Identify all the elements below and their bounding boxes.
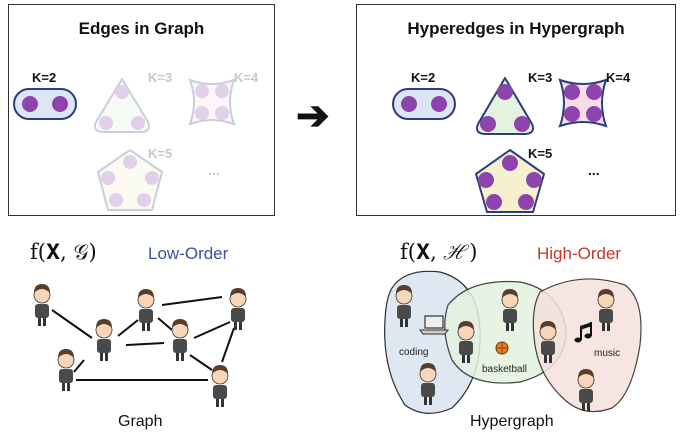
hyperedge-music-blob (532, 278, 642, 413)
hypergraph-panel-title: Hyperedges in Hypergraph (407, 19, 625, 38)
right-k2-label: K=2 (411, 70, 436, 85)
group-label-basketball: basketball (482, 364, 528, 375)
high-order-label: High-Order (537, 244, 622, 263)
graph-person-5-avatar (229, 287, 247, 331)
transform-arrow: ➔ (296, 94, 330, 138)
music-note-icon (574, 322, 592, 343)
left-k5-edge-faded (97, 149, 163, 211)
graph-person-6-avatar (57, 348, 75, 392)
left-k4-edge-faded (188, 78, 236, 126)
hypergraph-formula: f(𝐗, ℋ) (400, 240, 478, 264)
graph-person-2-avatar (95, 318, 113, 362)
graph-panel-title: Edges in Graph (78, 19, 205, 38)
low-order-label: Low-Order (148, 244, 229, 263)
basketball-icon (495, 341, 509, 355)
right-k3-hyperedge (476, 77, 534, 135)
left-k5-label: K=5 (148, 146, 173, 161)
graph-person-1-avatar (33, 283, 51, 327)
right-k3-label: K=3 (528, 70, 553, 85)
left-k3-edge-faded (94, 78, 150, 133)
right-ellipsis: ... (588, 162, 600, 178)
graph-person-4-avatar (171, 318, 189, 362)
graph-formula: f(𝐗, 𝒢) (30, 240, 97, 264)
left-k3-label: K=3 (148, 70, 173, 85)
group-label-coding: coding (399, 347, 429, 358)
right-k2-hyperedge (392, 88, 456, 120)
left-k2-label: K=2 (32, 70, 57, 85)
graph-person-7-avatar (211, 364, 229, 408)
right-k4-hyperedge (558, 78, 608, 128)
graph-edges (51, 296, 235, 381)
right-k5-label: K=5 (528, 146, 553, 161)
group-label-music: music (594, 348, 621, 359)
right-k4-label: K=4 (606, 70, 631, 85)
graph-caption: Graph (118, 413, 163, 430)
hypergraph-caption: Hypergraph (470, 413, 554, 430)
left-ellipsis: ... (208, 162, 220, 178)
left-k2-edge (13, 88, 77, 120)
right-k5-hyperedge (475, 149, 545, 213)
laptop-icon (419, 315, 449, 335)
graph-person-3-avatar (137, 288, 155, 332)
left-k4-label: K=4 (234, 70, 259, 85)
